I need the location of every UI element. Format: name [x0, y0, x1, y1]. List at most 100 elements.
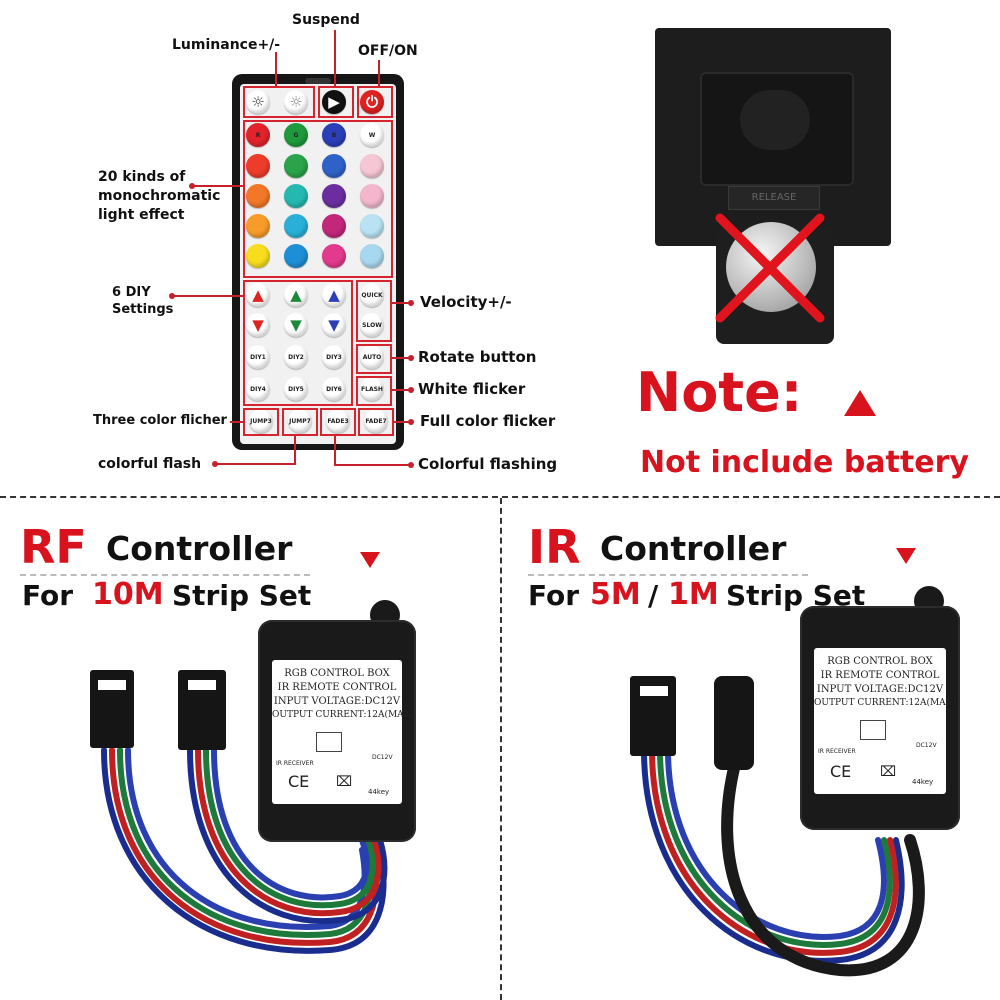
- rf-length: 10M: [92, 577, 164, 612]
- fade3-box: [320, 408, 356, 436]
- line-full: [394, 421, 412, 423]
- white-button[interactable]: W: [360, 123, 384, 147]
- rf-down-triangle-icon: [360, 552, 380, 568]
- rf-sticker-dc: DC12V: [372, 754, 393, 761]
- color-button-3-1[interactable]: [246, 214, 270, 238]
- ir-box-sticker: RGB CONTROL BOX IR REMOTE CONTROL INPUT …: [814, 648, 956, 794]
- label-velocity: Velocity+/-: [420, 293, 512, 311]
- color-button-1-4[interactable]: [360, 154, 384, 178]
- color-button-4-2[interactable]: [284, 244, 308, 268]
- brightness-down-button[interactable]: ☼: [284, 90, 308, 114]
- luminance-box: [243, 86, 315, 118]
- label-colorful-flashing: Colorful flashing: [418, 455, 558, 473]
- ir-length-b: 1M: [668, 577, 719, 612]
- ir-title-underline: [528, 574, 808, 576]
- diy2-button[interactable]: DIY2: [284, 345, 308, 369]
- color-button-2-1[interactable]: [246, 184, 270, 208]
- color-button-4-1[interactable]: [246, 244, 270, 268]
- jump3-button[interactable]: JUMP3: [249, 409, 273, 433]
- rf-sticker-line1: RGB CONTROL BOX: [284, 668, 390, 679]
- label-mono-2: monochromatic: [98, 188, 221, 204]
- dot-fading: [408, 462, 414, 468]
- slow-button[interactable]: SLOW: [360, 313, 384, 337]
- diy6-button[interactable]: DIY6: [322, 377, 346, 401]
- line-colorful-v: [294, 436, 296, 464]
- label-offon: OFF/ON: [358, 43, 418, 59]
- ir-prefix: IR: [528, 520, 581, 574]
- color-button-2-3[interactable]: [322, 184, 346, 208]
- rf-sticker-diagram: [316, 732, 342, 752]
- label-white-flicker: White flicker: [418, 380, 526, 398]
- green-button[interactable]: G: [284, 123, 308, 147]
- power-icon: ⏻: [366, 92, 378, 111]
- release-label: RELEASE: [751, 192, 797, 203]
- color-button-3-3[interactable]: [322, 214, 346, 238]
- rf-wires: [101, 747, 388, 954]
- ir-sticker-weee-icon: ⌧: [880, 764, 897, 780]
- suspend-box: [318, 86, 354, 118]
- color-button-1-3[interactable]: [322, 154, 346, 178]
- blue-up-button[interactable]: ▲: [322, 283, 346, 307]
- fade7-button[interactable]: FADE7: [364, 409, 388, 433]
- jump7-button-label: JUMP7: [289, 417, 311, 425]
- ir-down-triangle-icon: [896, 548, 916, 564]
- red-button[interactable]: R: [246, 123, 270, 147]
- color-button-3-2[interactable]: [284, 214, 308, 238]
- label-luminance: Luminance+/-: [172, 37, 281, 53]
- color-button-2-2[interactable]: [284, 184, 308, 208]
- ir-sticker-line3: INPUT VOLTAGE:DC12V: [816, 684, 944, 695]
- offon-box: [357, 86, 393, 118]
- fade3-button[interactable]: FADE3: [326, 409, 350, 433]
- green-up-button[interactable]: ▲: [284, 283, 308, 307]
- diy2-button-label: DIY2: [288, 353, 304, 361]
- dot-full: [408, 419, 414, 425]
- color-button-1-1[interactable]: [246, 154, 270, 178]
- label-full-color: Full color flicker: [420, 412, 556, 430]
- dot-colorful: [212, 461, 218, 467]
- not-include-battery: Not include battery: [640, 445, 969, 480]
- jump3-button-label: JUMP3: [250, 417, 272, 425]
- color-button-4-3[interactable]: [322, 244, 346, 268]
- label-diy-2: Settings: [112, 302, 174, 317]
- battery-cross-icon: [715, 213, 825, 323]
- diy4-button[interactable]: DIY4: [246, 377, 270, 401]
- diy5-button[interactable]: DIY5: [284, 377, 308, 401]
- red-down-button[interactable]: ▼: [246, 313, 270, 337]
- blue-button[interactable]: B: [322, 123, 346, 147]
- horizontal-divider: [0, 496, 1000, 498]
- quick-button[interactable]: QUICK: [360, 283, 384, 307]
- dot-velocity: [408, 300, 414, 306]
- green-down-button[interactable]: ▼: [284, 313, 308, 337]
- vertical-divider: [500, 498, 502, 1000]
- line-colorful-h: [215, 463, 296, 465]
- red-up-button[interactable]: ▲: [246, 283, 270, 307]
- ir-sticker-key: 44key: [912, 778, 934, 786]
- label-diy-1: 6 DIY: [112, 285, 151, 300]
- play-pause-button[interactable]: ▶: [322, 90, 346, 114]
- red-up-arrow-icon: ▲: [252, 285, 264, 304]
- power-button[interactable]: ⏻: [360, 90, 384, 114]
- sun-dim-icon: ☼: [289, 92, 303, 111]
- diy1-button[interactable]: DIY1: [246, 345, 270, 369]
- color-button-1-2[interactable]: [284, 154, 308, 178]
- label-mono-1: 20 kinds of: [98, 169, 186, 185]
- color-button-3-4[interactable]: [360, 214, 384, 238]
- auto-button[interactable]: AUTO: [360, 345, 384, 369]
- rf-box-sticker: RGB CONTROL BOX IR REMOTE CONTROL INPUT …: [272, 660, 414, 804]
- blue-button-label: B: [331, 131, 337, 139]
- diy5-button-label: DIY5: [288, 385, 304, 393]
- line-fading-v: [334, 436, 336, 466]
- label-rotate: Rotate button: [418, 348, 537, 366]
- flash-button[interactable]: FLASH: [360, 377, 384, 401]
- jump7-button[interactable]: JUMP7: [288, 409, 312, 433]
- brightness-up-button[interactable]: ☼: [246, 90, 270, 114]
- rf-prefix: RF: [20, 520, 87, 574]
- flash-box: [356, 376, 392, 406]
- color-button-2-4[interactable]: [360, 184, 384, 208]
- color-button-4-4[interactable]: [360, 244, 384, 268]
- ir-title: Controller: [600, 529, 787, 568]
- dot-white: [408, 387, 414, 393]
- blue-down-button[interactable]: ▼: [322, 313, 346, 337]
- rf-sticker-line2: IR REMOTE CONTROL: [277, 682, 397, 693]
- diy3-button[interactable]: DIY3: [322, 345, 346, 369]
